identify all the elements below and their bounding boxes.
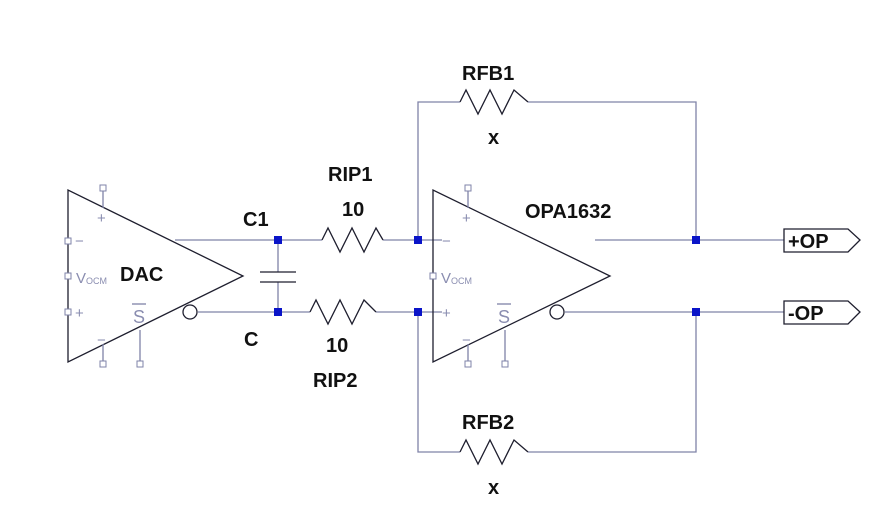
resistor-rip2 <box>309 298 377 326</box>
port-neg-label: -OP <box>788 303 824 325</box>
dac-shutdown-label: S <box>133 307 145 327</box>
resistor-rip1 <box>321 226 384 254</box>
port-pos: +OP <box>783 228 861 253</box>
node-noninverting-input <box>414 308 422 316</box>
resistor-rfb2 <box>459 438 529 466</box>
opamp-shutdown-label: S <box>498 307 510 327</box>
node-neg-output <box>692 308 700 316</box>
resistor-rfb1 <box>459 88 529 116</box>
dac-symbol: + − + − V OCM S DAC <box>64 184 245 368</box>
dac-minus-bottom-label: − <box>97 332 106 349</box>
node-c <box>274 308 282 316</box>
opamp-plus-top-label: + <box>462 210 471 227</box>
node-pos-output <box>692 236 700 244</box>
port-neg-shape <box>783 300 861 325</box>
rip2-value-label: 10 <box>326 335 348 357</box>
port-pos-shape <box>783 228 861 253</box>
dac-plus-top-label: + <box>97 210 106 227</box>
rip2-name-label: RIP2 <box>313 370 357 392</box>
port-pos-label: +OP <box>788 231 829 253</box>
opamp-symbol: + − + − V OCM S <box>429 184 612 368</box>
node-inverting-input <box>414 236 422 244</box>
dac-vocm-sub-label: OCM <box>86 276 107 286</box>
c-label: C <box>244 329 258 351</box>
opamp-minus-bottom-label: − <box>462 332 471 349</box>
rfb1-name-label: RFB1 <box>462 63 514 85</box>
opamp-inverting-bubble <box>549 304 565 320</box>
node-c1 <box>274 236 282 244</box>
dac-minus-input-label: − <box>75 233 84 250</box>
rip1-value-label: 10 <box>342 199 364 221</box>
port-neg: -OP <box>783 300 861 325</box>
dac-inverting-bubble <box>182 304 198 320</box>
opamp-vocm-label: V <box>441 270 451 287</box>
rfb2-value-label: x <box>488 477 499 499</box>
junction-nodes <box>274 236 700 316</box>
dac-plus-input-label: + <box>75 305 84 322</box>
rip1-name-label: RIP1 <box>328 164 372 186</box>
c1-label: C1 <box>243 209 269 231</box>
wires <box>175 101 784 453</box>
rfb1-value-label: x <box>488 127 499 149</box>
dac-vocm-label: V <box>76 270 86 287</box>
capacitor <box>260 271 296 283</box>
opamp-vocm-sub-label: OCM <box>451 276 472 286</box>
rfb2-name-label: RFB2 <box>462 412 514 434</box>
opamp-plus-input-label: + <box>442 305 451 322</box>
opamp-name-label: OPA1632 <box>525 201 611 223</box>
dac-name-label: DAC <box>120 264 163 286</box>
opamp-minus-input-label: − <box>442 233 451 250</box>
